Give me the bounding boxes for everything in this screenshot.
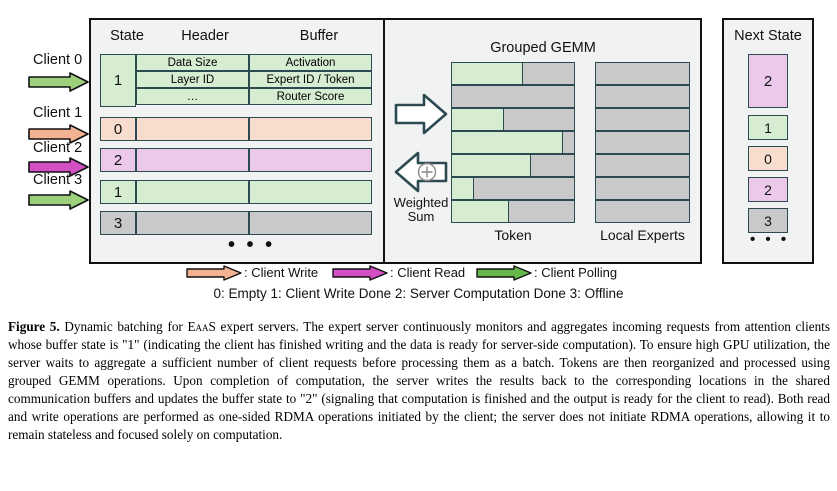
figure-caption-label: Figure 5. [8,319,60,334]
expert-row [595,177,690,200]
buffer-row: 2 [100,148,372,172]
buffer-row-buffer [249,148,372,172]
buffer-cell: Expert ID / Token [249,71,372,88]
buffer-row-state: 2 [100,148,136,172]
right-arrow-icon [394,93,448,135]
legend-state-definitions: 0: Empty 1: Client Write Done 2: Server … [213,286,624,301]
next-state-title: Next State [734,28,802,44]
buffer-cell: Router Score [249,88,372,105]
buffer-cell: Activation [249,54,372,71]
buffer-row-state: 0 [100,117,136,141]
buffer-rows-ellipsis: • • • [228,234,276,256]
buffer-row-buffer [249,117,372,141]
column-header-state: State [110,28,144,44]
legend-arrow-client-write [186,265,242,281]
panel-divider [383,18,385,264]
weighted-sum-label: Weighted Sum [393,195,449,224]
expert-row [595,62,690,85]
token-axis-label: Token [494,227,532,243]
next-state-ellipsis: • • • [750,231,790,248]
token-row [451,85,575,108]
figure-caption-text-1: Dynamic batching for [59,319,188,334]
buffer-row-state: 3 [100,211,136,235]
buffer-row-header [136,117,249,141]
token-row [451,154,575,177]
token-row [451,131,575,154]
local-experts-axis-label: Local Experts [600,227,685,243]
client-label-2: Client 2 [33,140,83,156]
expert-row [595,85,690,108]
legend-label-client-polling: : Client Polling [534,265,618,280]
header-cell: … [136,88,249,105]
buffer-row-buffer [249,211,372,235]
buffer-row: 0 [100,117,372,141]
client-label-1: Client 1 [33,105,83,121]
buffer-row-header-cells: Data Size Layer ID … [136,54,249,107]
buffer-row-header [136,148,249,172]
token-row-fill [452,178,474,199]
figure-diagram: State Header Buffer 1 Data Size Layer ID… [28,18,814,301]
legend-arrow-client-polling [476,265,532,281]
client-arrow-2 [28,157,89,177]
token-row [451,177,575,200]
legend-label-client-write: : Client Write [244,265,319,280]
token-row [451,108,575,131]
next-state-chip: 1 [748,115,788,140]
legend-arrow-client-read [332,265,388,281]
next-state-chip: 2 [748,177,788,202]
buffer-row-buffer-cells: Activation Expert ID / Token Router Scor… [249,54,372,107]
client-label-0: Client 0 [33,52,83,68]
client-arrow-3 [28,190,89,210]
token-row-fill [452,201,510,222]
token-row [451,62,575,85]
column-header-buffer: Buffer [299,28,339,44]
token-row-fill [452,132,564,153]
buffer-row-header [136,211,249,235]
buffer-row-buffer [249,180,372,204]
left-arrow-icon [394,151,448,193]
next-state-chip: 3 [748,208,788,233]
figure-caption: Figure 5. Dynamic batching for EaaS expe… [8,318,830,444]
client-arrow-1 [28,124,89,144]
grouped-gemm-title: Grouped GEMM [490,40,596,56]
client-arrow-0 [28,72,89,92]
buffer-row-header [136,180,249,204]
buffer-row-state: 1 [100,54,136,107]
token-row-fill [452,63,523,84]
expert-row [595,154,690,177]
token-row-fill [452,109,505,130]
next-state-chip: 0 [748,146,788,171]
client-label-3: Client 3 [33,172,83,188]
legend-label-client-read: : Client Read [390,265,466,280]
buffer-row: 1 Data Size Layer ID … Activation Expert… [100,54,372,107]
header-cell: Layer ID [136,71,249,88]
column-header-header: Header [181,28,229,44]
token-row-fill [452,155,532,176]
expert-row [595,108,690,131]
buffer-row-state: 1 [100,180,136,204]
figure-caption-text-2: expert servers. The expert server contin… [8,319,830,442]
figure-caption-smallcaps: EaaS [187,319,216,334]
token-row [451,200,575,223]
next-state-chip: 2 [748,54,788,108]
header-cell: Data Size [136,54,249,71]
expert-row [595,131,690,154]
buffer-row: 1 [100,180,372,204]
buffer-row: 3 [100,211,372,235]
expert-row [595,200,690,223]
